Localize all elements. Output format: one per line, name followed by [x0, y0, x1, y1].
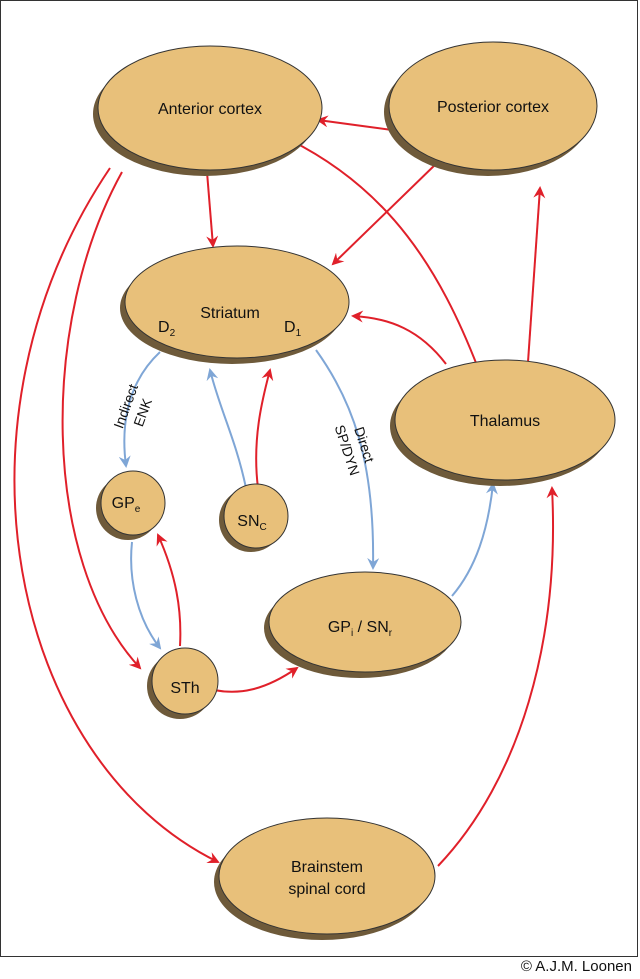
edge-gpi-to-thalamus [451, 482, 498, 597]
d2-receptor-label: D2 [158, 319, 176, 339]
edge-striatum-d1-to-gpi [315, 349, 380, 570]
sth-label: STh [170, 680, 199, 697]
edge-thalamus-to-striatum [351, 310, 447, 365]
node-thalamus: Thalamus [390, 359, 616, 486]
node-brainstem: Brainstem spinal cord [214, 817, 436, 940]
edge-gpe-to-sth [130, 541, 162, 650]
edge-sth-to-gpi [213, 666, 299, 693]
thalamus-label: Thalamus [470, 413, 540, 430]
edge-thalamus-to-anterior [288, 139, 479, 369]
d1-receptor-label: D1 [284, 319, 302, 339]
anterior-cortex-label: Anterior cortex [158, 101, 262, 118]
edge-anterior-to-sth [61, 171, 142, 670]
striatum-label: Striatum [200, 305, 260, 322]
edge-thalamus-to-posterior [527, 186, 546, 363]
node-anterior-cortex: Anterior cortex [93, 45, 323, 176]
edge-snc-to-striatum-d1 [255, 368, 274, 489]
edge-anterior-to-striatum [206, 171, 219, 248]
brainstem-label-line2: spinal cord [288, 881, 365, 898]
brainstem-label-line1: Brainstem [291, 859, 363, 876]
edge-striatum-d2-to-gpe [118, 351, 161, 468]
node-gpe: GPe [96, 470, 166, 540]
node-sth: STh [147, 647, 219, 719]
posterior-cortex-label: Posterior cortex [437, 99, 549, 116]
snc-label: SNC [237, 513, 266, 533]
edge-brainstem-to-thalamus [437, 486, 559, 867]
copyright-notice: © A.J.M. Loonen [520, 958, 632, 975]
gpi-snr-label: GPi / SNr [328, 619, 393, 639]
node-striatum: Striatum D2 D1 [120, 245, 350, 364]
edge-sth-to-gpe [156, 533, 182, 647]
node-snc: SNC [219, 483, 289, 552]
node-gpi-snr: GPi / SNr [264, 571, 462, 678]
gpe-label: GPe [112, 495, 141, 515]
node-posterior-cortex: Posterior cortex [384, 41, 598, 176]
indirect-pathway-label: Indirect ENK [110, 382, 155, 431]
edge-anterior-to-brainstem [13, 167, 220, 863]
edge-snc-to-striatum-d2 [206, 368, 247, 489]
